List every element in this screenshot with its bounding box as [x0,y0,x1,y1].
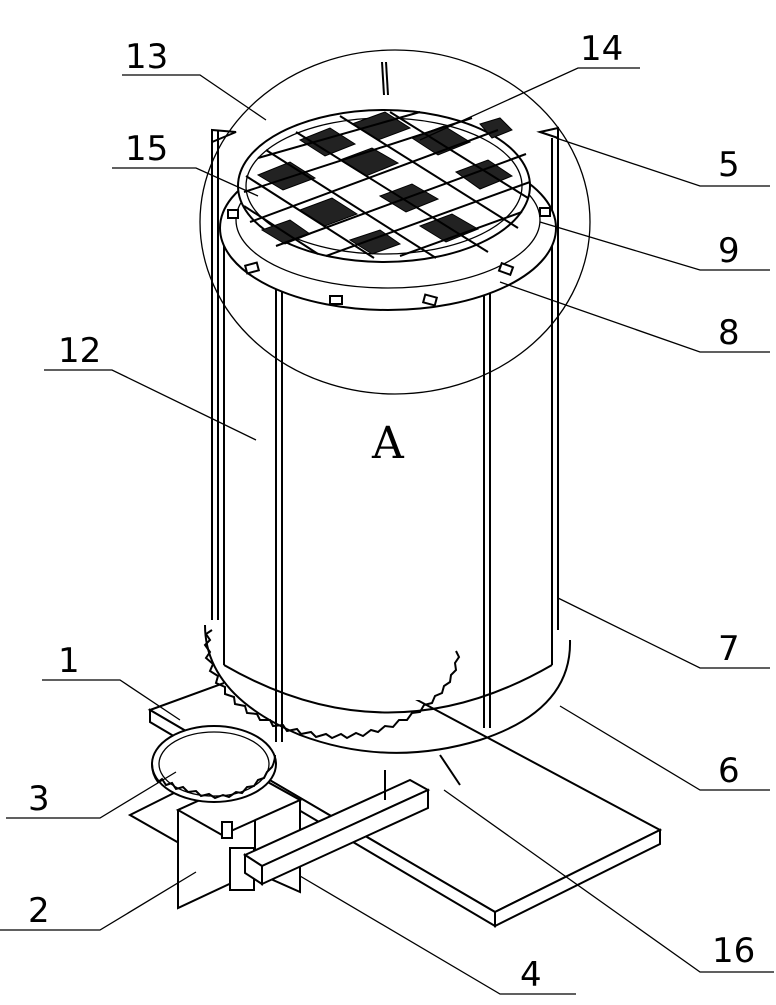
part-labels: 13 14 15 5 9 8 12 A 7 1 6 3 2 16 4 [28,29,755,995]
detail-circle-a [199,49,591,395]
label-9: 9 [718,231,740,271]
label-detail-a: A [371,418,405,469]
label-5: 5 [718,145,740,185]
filter-grid [237,61,531,263]
label-12: 12 [58,331,101,371]
label-4: 4 [520,955,542,995]
rail-bar [242,778,431,886]
label-3: 3 [28,779,50,819]
support-post [384,754,461,800]
label-13: 13 [125,37,168,77]
label-8: 8 [718,313,740,353]
label-14: 14 [580,29,623,69]
label-2: 2 [28,891,50,931]
drive-gear [151,725,277,803]
leader-lines [0,67,774,995]
ring-gear [203,624,572,754]
label-6: 6 [718,751,740,791]
label-7: 7 [718,629,740,669]
label-15: 15 [125,129,168,169]
label-1: 1 [58,641,80,681]
label-16: 16 [712,931,755,971]
